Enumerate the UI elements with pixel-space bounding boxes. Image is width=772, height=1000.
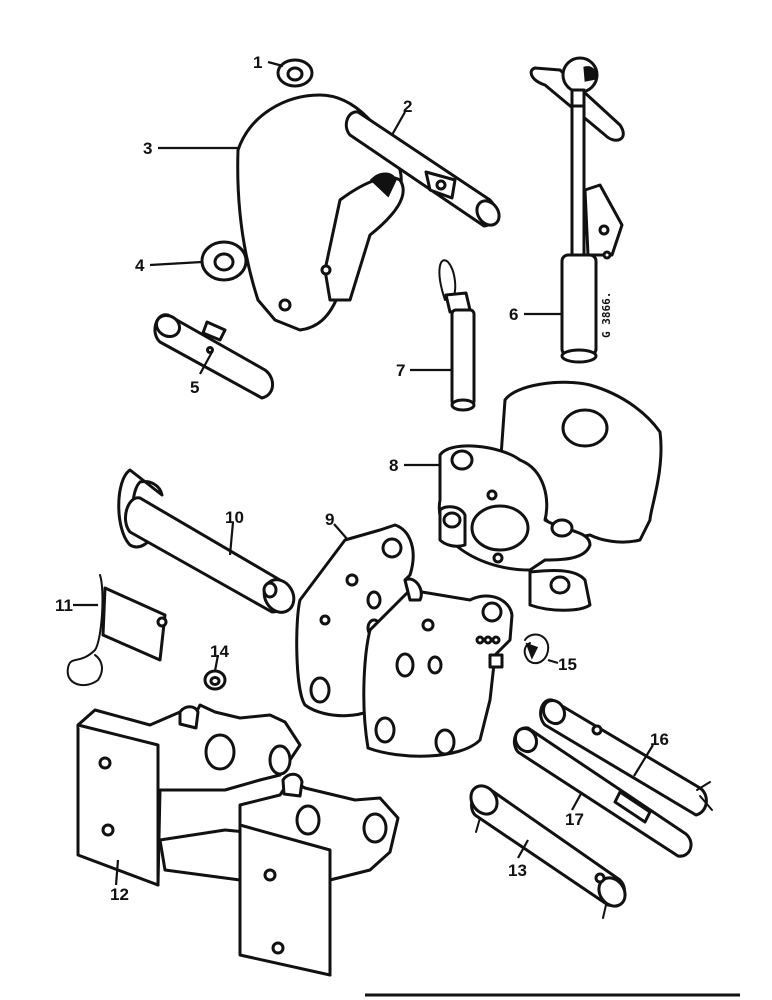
callout-17: 17 bbox=[565, 810, 584, 829]
part-13-clevis-pin bbox=[469, 784, 627, 919]
leader-lines bbox=[73, 60, 654, 886]
callout-4: 4 bbox=[135, 256, 145, 275]
part-16-pin bbox=[539, 698, 713, 817]
part-9-hanger-plates bbox=[295, 523, 514, 758]
part-12-drawbar-support bbox=[76, 703, 400, 977]
callout-13: 13 bbox=[508, 861, 527, 880]
part-6-locking-pin: G 3866. bbox=[529, 56, 625, 364]
part-10-hitch-pin bbox=[117, 468, 296, 614]
part-4-washer bbox=[200, 240, 248, 282]
drawing-code: G 3866. bbox=[600, 292, 613, 338]
part-17-pin bbox=[512, 726, 693, 858]
callout-10: 10 bbox=[225, 508, 244, 527]
callout-6: 6 bbox=[509, 305, 518, 324]
callout-11: 11 bbox=[55, 596, 73, 615]
callout-7: 7 bbox=[396, 361, 405, 380]
callout-15: 15 bbox=[558, 655, 577, 674]
callout-14: 14 bbox=[210, 642, 229, 661]
callout-16: 16 bbox=[650, 730, 669, 749]
callout-5: 5 bbox=[190, 378, 199, 397]
part-7-spring-pin bbox=[438, 259, 476, 412]
callout-1: 1 bbox=[253, 53, 262, 72]
part-11-spring-clip bbox=[66, 574, 168, 687]
callout-12: 12 bbox=[110, 885, 129, 904]
part-3-bracket bbox=[236, 93, 405, 332]
part-1-ring bbox=[276, 58, 314, 88]
part-2-pin bbox=[344, 110, 501, 228]
callout-9: 9 bbox=[325, 510, 334, 529]
callouts: 1 2 3 4 5 6 7 8 9 10 11 12 13 14 15 16 1… bbox=[55, 53, 669, 904]
callout-2: 2 bbox=[403, 97, 412, 116]
part-15-lynch-pin bbox=[523, 633, 550, 665]
part-5-pin bbox=[153, 313, 274, 400]
part-8-swivel-housing bbox=[437, 380, 663, 612]
part-14-washer bbox=[203, 669, 227, 691]
callout-3: 3 bbox=[143, 139, 152, 158]
callout-8: 8 bbox=[389, 456, 398, 475]
